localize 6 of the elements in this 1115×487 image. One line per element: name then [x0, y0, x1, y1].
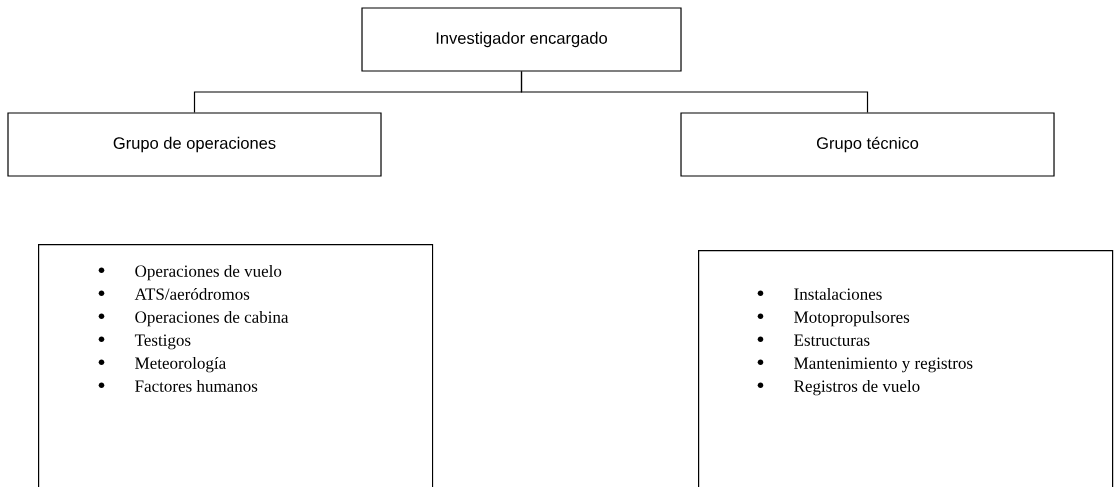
bulleted-list-box: Operaciones de vuelo ATS/aeródromos Operaciones de cabina Testigos Meteorología Factores humanos: [38, 244, 434, 487]
connector-line: [520, 71, 869, 113]
group-box: Grupo técnico: [680, 112, 1055, 177]
group-box: Investigador encargado: [361, 7, 682, 72]
bulleted-list-box: Instalaciones Motopropulsores Estructuras Mantenimiento y registros Registros de vuelo: [698, 250, 1114, 487]
group-box: Grupo de operaciones: [7, 112, 382, 177]
